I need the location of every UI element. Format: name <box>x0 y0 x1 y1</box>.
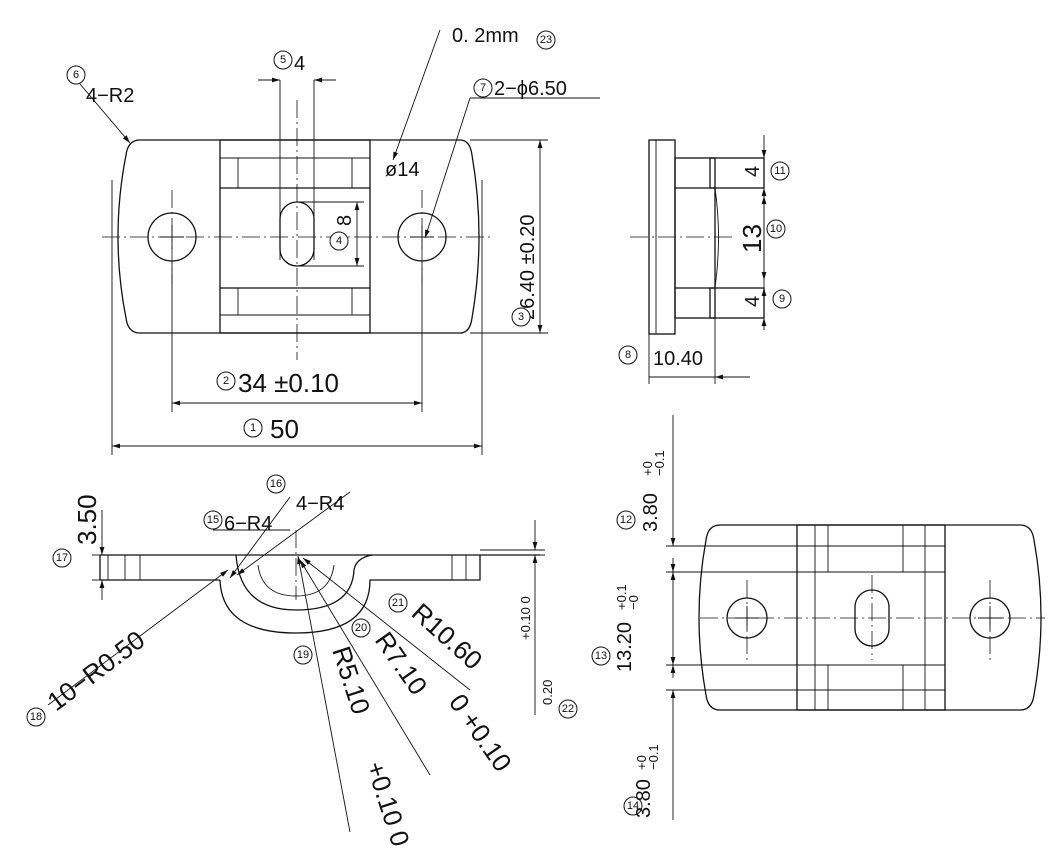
dim-15-label: 6−R4 <box>224 513 272 535</box>
dim-22-tol: +0.10 0 <box>518 596 533 640</box>
balloon-16: 16 <box>270 478 282 490</box>
dim-9-label: 4 <box>742 296 764 307</box>
balloon-7: 7 <box>480 82 486 94</box>
top-view: 1 50 2 34 ±0.10 26.40 ±0.20 3 8 4 5 4 <box>66 25 600 455</box>
balloon-3: 3 <box>518 311 524 323</box>
bottom-view: 12 3.80 +0 −0.1 13 13.20 +0.1 −0 14 3.80… <box>591 415 1045 820</box>
balloon-19: 19 <box>297 649 309 661</box>
dim-10-label: 13 <box>737 224 767 253</box>
balloon-12: 12 <box>620 514 632 526</box>
dim-13-tol-lower: −0 <box>626 595 641 610</box>
dim-13-label: 13.20 <box>614 622 636 672</box>
dim-5-label: 4 <box>294 53 305 75</box>
balloon-14: 14 <box>627 800 639 812</box>
balloon-22: 22 <box>562 703 574 715</box>
dim-12-tol-upper: +0 <box>640 461 655 476</box>
dim-14-tol-upper: +0 <box>634 755 649 770</box>
top-view-outline <box>117 139 480 334</box>
dim-11-label: 4 <box>742 166 764 177</box>
balloon-23: 23 <box>540 34 552 46</box>
balloon-18: 18 <box>30 711 42 723</box>
dim-6-label: 4−R2 <box>86 85 134 107</box>
balloon-17: 17 <box>56 552 68 564</box>
dim-12-label: 3.80 <box>640 493 662 532</box>
dim-20-label: R7.10 <box>369 626 433 700</box>
section-view: 3.50 17 15 6−R4 16 4−R4 18 10−R0.50 19 R… <box>26 474 578 850</box>
bottom-clip <box>796 524 946 711</box>
dim-23-label: 0. 2mm <box>452 25 519 47</box>
dim-12-tol-lower: −0.1 <box>652 450 667 476</box>
dim-17-label: 3.50 <box>72 494 102 545</box>
balloon-2: 2 <box>223 375 229 387</box>
dim-4-label: 8 <box>334 215 356 226</box>
center-clip <box>219 139 371 334</box>
balloon-6: 6 <box>73 69 79 81</box>
side-clip <box>674 157 716 319</box>
dim-19-tol: +0.10 0 <box>360 758 416 850</box>
balloon-20: 20 <box>355 622 367 634</box>
dim-22-label: 0.20 <box>540 680 555 705</box>
balloon-8: 8 <box>625 349 631 361</box>
balloon-11: 11 <box>774 165 785 177</box>
balloon-10: 10 <box>770 223 782 235</box>
dim-14-tol-lower: −0.1 <box>646 744 661 770</box>
balloon-15: 15 <box>207 514 219 526</box>
dim-3-label: 26.40 ±0.20 <box>517 214 539 320</box>
balloon-13: 13 <box>595 650 607 662</box>
balloon-21: 21 <box>392 597 404 609</box>
dim-16-label: 4−R4 <box>296 493 344 515</box>
balloon-1: 1 <box>250 422 256 434</box>
dim-19-label: R5.10 <box>326 643 376 718</box>
dim-18-label: 10−R0.50 <box>42 625 151 717</box>
dim-20-tol: 0 +0.10 <box>443 688 518 777</box>
dim-7-label: 2−ϕ6.50 <box>494 78 567 100</box>
balloon-4: 4 <box>336 235 342 247</box>
bottom-view-outline <box>698 524 1042 711</box>
dim-1-label: 50 <box>270 414 299 444</box>
dim-2-label: 34 ±0.10 <box>238 368 339 398</box>
side-view: 4 13 4 11 10 9 8 10.40 <box>618 135 792 384</box>
balloon-5: 5 <box>280 54 286 66</box>
dim-13-tol-upper: +0.1 <box>614 584 629 610</box>
phi14-label: ø14 <box>385 159 419 181</box>
dim-14-label: 3.80 <box>633 779 655 818</box>
balloon-9: 9 <box>779 293 785 305</box>
dim-8-label: 10.40 <box>653 348 703 370</box>
